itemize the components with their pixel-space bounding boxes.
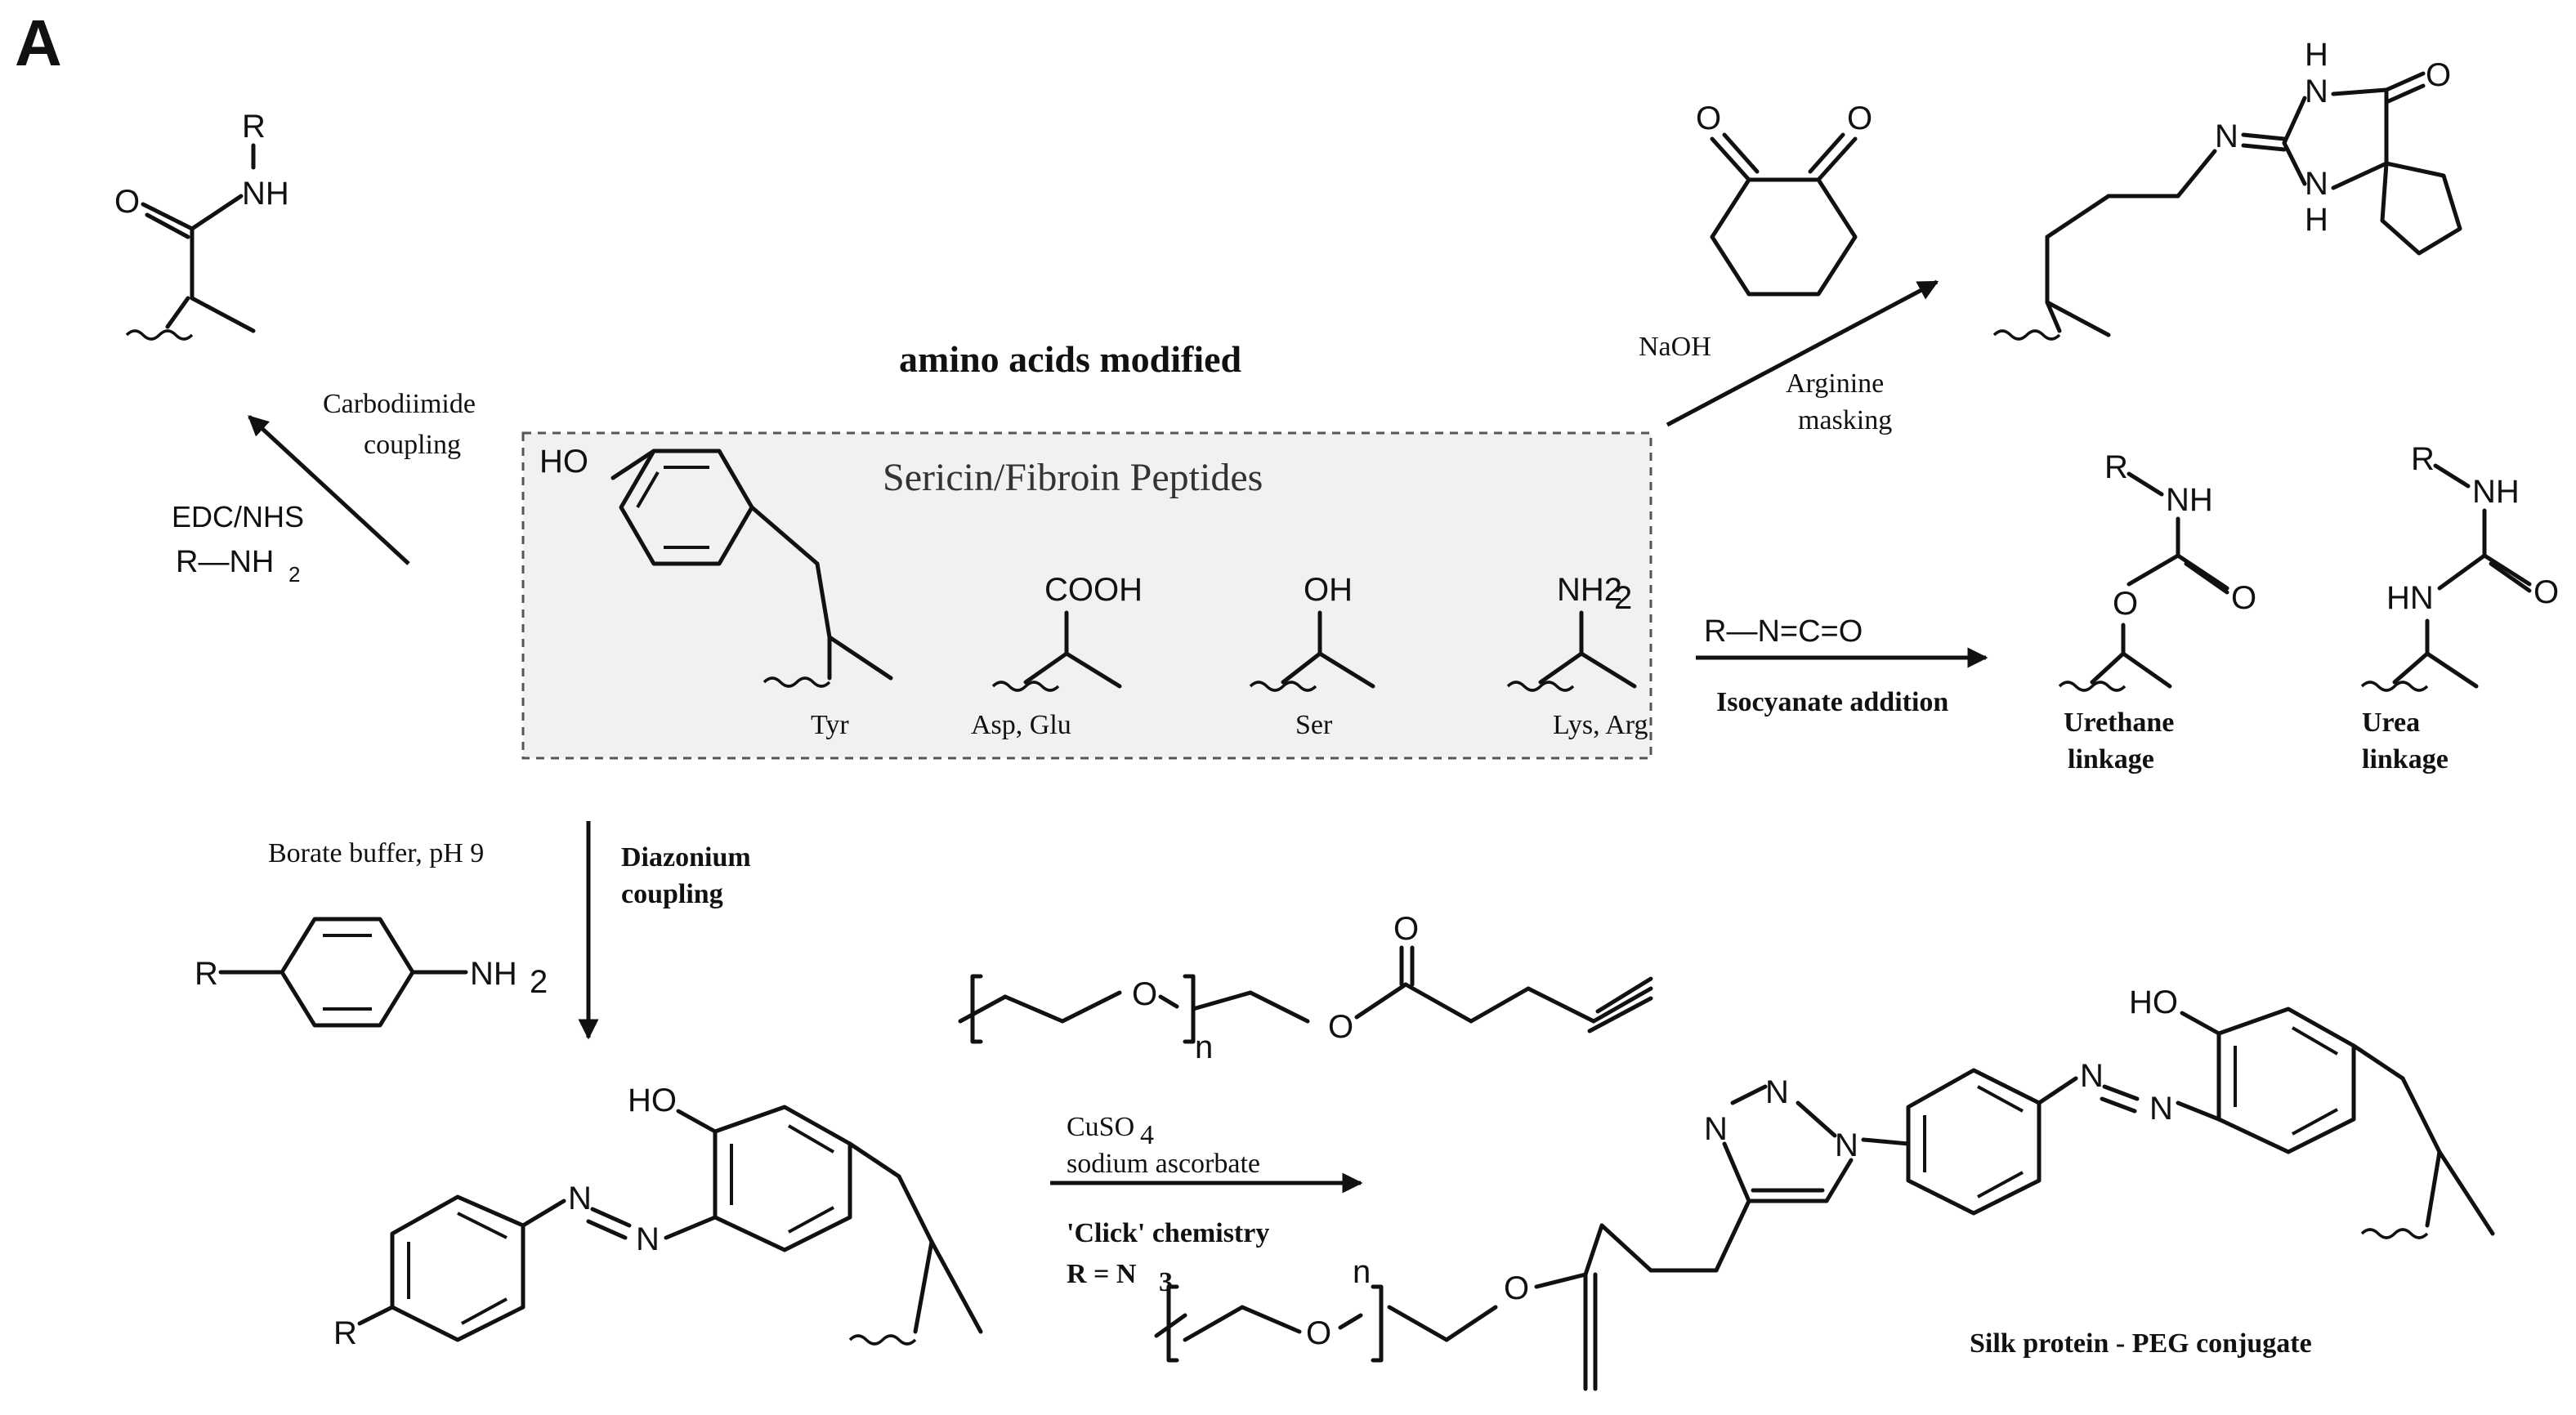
- diazonium-label-2: coupling: [621, 879, 723, 909]
- svg-text:NH: NH: [2166, 482, 2213, 518]
- scheme-title: amino acids modified: [899, 338, 1242, 380]
- svg-text:HO: HO: [539, 444, 588, 480]
- svg-text:N: N: [2305, 166, 2328, 202]
- click-label: 'Click' chemistry: [1067, 1218, 1269, 1248]
- residue-lys-arg: Lys, Arg: [1553, 710, 1648, 740]
- aniline-reagent: R NH 2: [195, 917, 548, 1028]
- svg-text:N: N: [2080, 1058, 2104, 1094]
- carbodiimide-label-1: Carbodiimide: [323, 389, 476, 419]
- svg-text:N: N: [1835, 1127, 1858, 1163]
- svg-text:n: n: [1195, 1029, 1213, 1065]
- svg-text:O: O: [1132, 976, 1157, 1012]
- urethane-label-1: Urethane: [2064, 708, 2174, 738]
- svg-text:N: N: [636, 1221, 660, 1257]
- svg-text:O: O: [1306, 1315, 1331, 1351]
- diazonium-label-1: Diazonium: [621, 842, 751, 873]
- svg-text:R: R: [333, 1315, 357, 1351]
- svg-text:N: N: [2149, 1091, 2173, 1127]
- naoh-label: NaOH: [1639, 332, 1711, 362]
- svg-text:O: O: [1696, 100, 1721, 136]
- arginine-label-1: Arginine: [1786, 368, 1884, 399]
- lys-arg-structure: NH2 2 Lys, Arg: [1506, 572, 1648, 740]
- svg-text:N: N: [1704, 1111, 1728, 1147]
- svg-text:R: R: [2411, 441, 2435, 477]
- asp-glu-structure: COOH Asp, Glu: [971, 572, 1143, 740]
- svg-text:O: O: [1328, 1009, 1353, 1045]
- svg-text:2: 2: [1614, 580, 1632, 616]
- svg-text:N: N: [568, 1181, 592, 1216]
- svg-text:O: O: [2113, 586, 2138, 622]
- peg-conjugate: HO N N N N N O: [1154, 984, 2495, 1391]
- urea-label-1: Urea: [2362, 708, 2420, 738]
- svg-text:R: R: [195, 956, 218, 992]
- svg-text:O: O: [1393, 911, 1419, 947]
- arginine-product: N H N N H O: [1992, 37, 2462, 341]
- svg-text:O: O: [2231, 580, 2256, 616]
- arginine-label-2: masking: [1798, 405, 1892, 435]
- svg-text:HO: HO: [2129, 984, 2178, 1020]
- amide-product: R NH O: [114, 109, 289, 341]
- conjugate-label: Silk protein - PEG conjugate: [1970, 1328, 2312, 1359]
- arrow-carbodiimide: [248, 415, 410, 565]
- residue-asp-glu: Asp, Glu: [971, 710, 1071, 740]
- svg-text:COOH: COOH: [1044, 572, 1143, 608]
- azide-condition: R = N: [1067, 1259, 1137, 1289]
- peptide-box: [521, 431, 1652, 760]
- carbodiimide-label-2: coupling: [364, 430, 461, 460]
- svg-text:N: N: [2305, 74, 2328, 109]
- urethane-product: R NH O O Urethane linkage: [2058, 449, 2256, 774]
- isocyanate-label: Isocyanate addition: [1716, 687, 1948, 717]
- tyr-structure: HO Tyr: [539, 444, 893, 740]
- cuso4-sub: 4: [1140, 1120, 1154, 1150]
- urethane-label-2: linkage: [2068, 744, 2154, 774]
- urea-label-2: linkage: [2362, 744, 2449, 774]
- svg-text:NH2: NH2: [1557, 572, 1622, 608]
- ser-structure: OH Ser: [1249, 572, 1375, 740]
- svg-text:R: R: [242, 109, 266, 145]
- svg-text:N: N: [2215, 118, 2238, 154]
- svg-text:NH: NH: [2472, 474, 2520, 510]
- arrow-arginine: [1666, 279, 1939, 427]
- svg-text:OH: OH: [1304, 572, 1353, 608]
- ascorbate-label: sodium ascorbate: [1067, 1149, 1260, 1179]
- svg-text:H: H: [2305, 37, 2328, 73]
- svg-text:NH: NH: [470, 956, 517, 992]
- svg-text:HO: HO: [628, 1082, 677, 1118]
- svg-text:O: O: [1504, 1270, 1529, 1306]
- svg-text:O: O: [2534, 574, 2559, 610]
- svg-text:n: n: [1353, 1254, 1371, 1290]
- amine-reagent-sub: 2: [288, 562, 300, 587]
- residue-ser: Ser: [1295, 710, 1333, 740]
- svg-text:R: R: [2104, 449, 2128, 485]
- edc-nhs-label: EDC/NHS: [172, 500, 304, 533]
- svg-text:NH: NH: [242, 176, 289, 212]
- amine-reagent: R—NH: [176, 545, 274, 579]
- residue-tyr: Tyr: [811, 710, 849, 740]
- svg-text:O: O: [114, 184, 140, 220]
- cuso4-label: CuSO: [1067, 1112, 1134, 1142]
- svg-text:O: O: [2426, 57, 2451, 93]
- urea-product: R NH O HN Urea linkage: [2360, 441, 2559, 774]
- svg-text:HN: HN: [2386, 580, 2434, 616]
- svg-text:2: 2: [530, 964, 548, 1000]
- svg-text:N: N: [1765, 1074, 1789, 1110]
- svg-text:O: O: [1847, 100, 1872, 136]
- box-title: Sericin/Fibroin Peptides: [883, 456, 1263, 499]
- peg-alkyne: O n O O: [958, 911, 1653, 1065]
- panel-label: A: [15, 7, 62, 79]
- azo-product-left: HO N N R: [333, 1082, 983, 1351]
- cyclohexanedione: O O: [1696, 100, 1872, 297]
- borate-label: Borate buffer, pH 9: [268, 838, 484, 868]
- svg-text:H: H: [2305, 202, 2328, 238]
- isocyanate-reagent: R—N=C=O: [1704, 614, 1863, 649]
